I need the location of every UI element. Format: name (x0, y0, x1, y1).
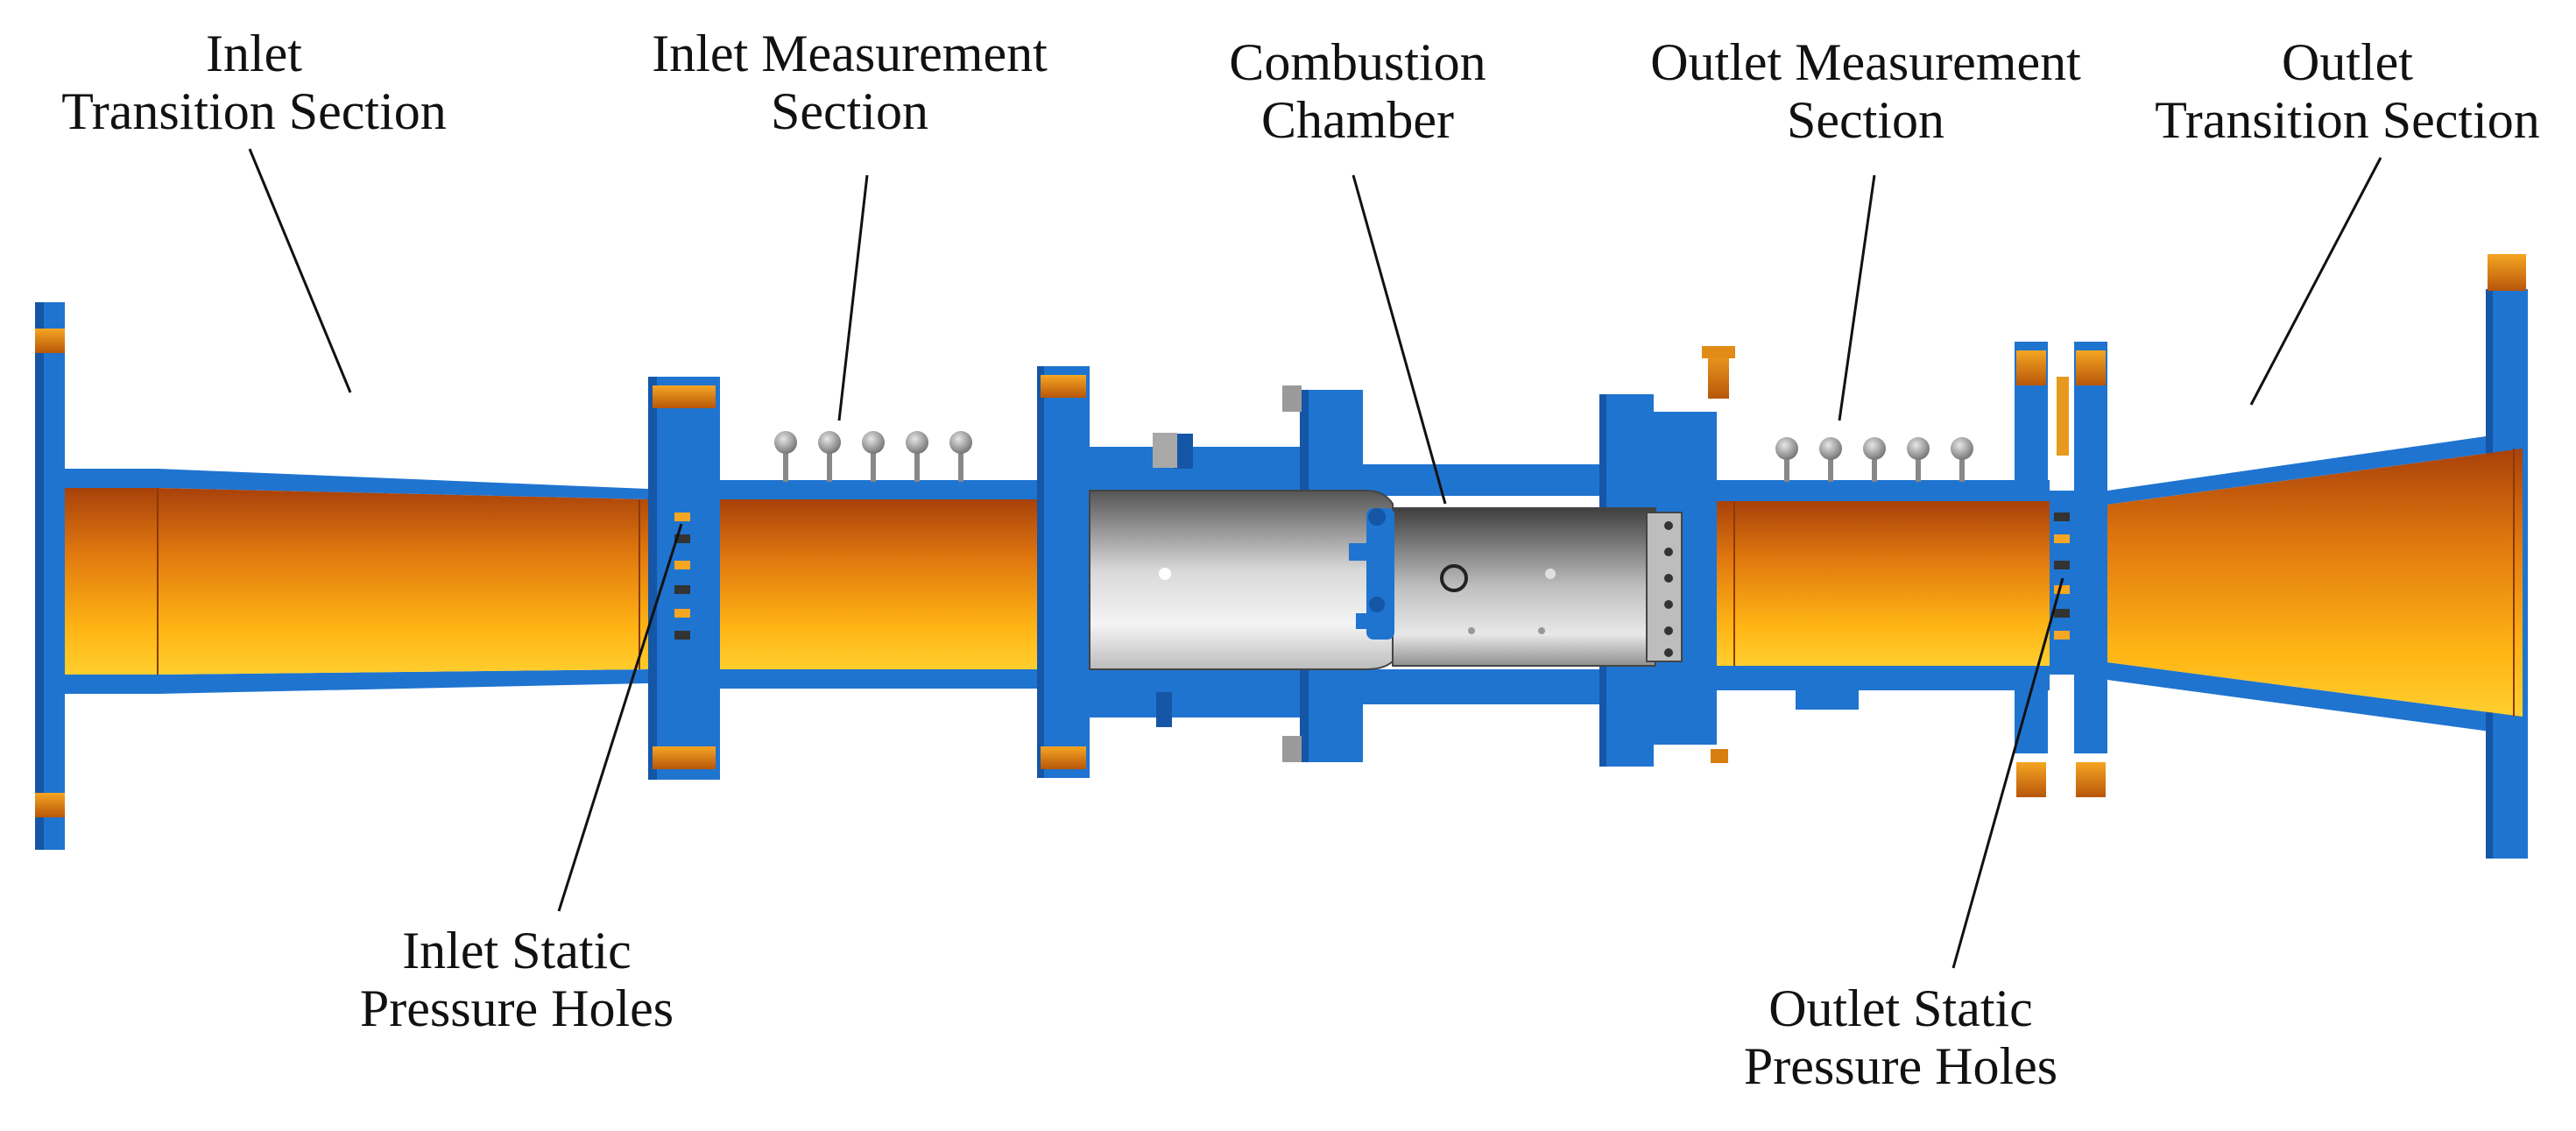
leader-inlet-static (557, 523, 683, 912)
leader-inlet-measurement (837, 174, 869, 421)
outlet-measurement-probes (1775, 437, 1973, 482)
leader-outlet-static (1951, 577, 2064, 969)
leader-inlet-transition (248, 148, 352, 393)
inlet-flow-passage (65, 488, 1037, 675)
label-outlet-transition-section: Outlet Transition Section (2155, 33, 2540, 149)
label-inlet-static-pressure-holes: Inlet Static Pressure Holes (359, 922, 674, 1037)
fuel-injector (1349, 508, 1394, 640)
leader-lines (248, 148, 2382, 969)
steel-casing (35, 289, 2528, 859)
combustor-liner (1089, 490, 1683, 670)
outlet-flow-passage (1717, 449, 2523, 717)
leader-outlet-transition (2249, 157, 2382, 406)
label-outlet-measurement-section: Outlet Measurement Section (1650, 33, 2081, 149)
label-outlet-static-pressure-holes: Outlet Static Pressure Holes (1743, 979, 2058, 1095)
outlet-static-holes (2050, 491, 2074, 675)
leader-outlet-measurement (1838, 174, 1876, 421)
label-inlet-transition-section: Inlet Transition Section (61, 25, 447, 140)
label-combustion-chamber: Combustion Chamber (1229, 33, 1486, 149)
leader-combustion-chamber (1352, 174, 1447, 505)
flange-bolts (35, 254, 2526, 817)
inlet-measurement-probes (774, 431, 972, 482)
label-inlet-measurement-section: Inlet Measurement Section (652, 25, 1048, 140)
